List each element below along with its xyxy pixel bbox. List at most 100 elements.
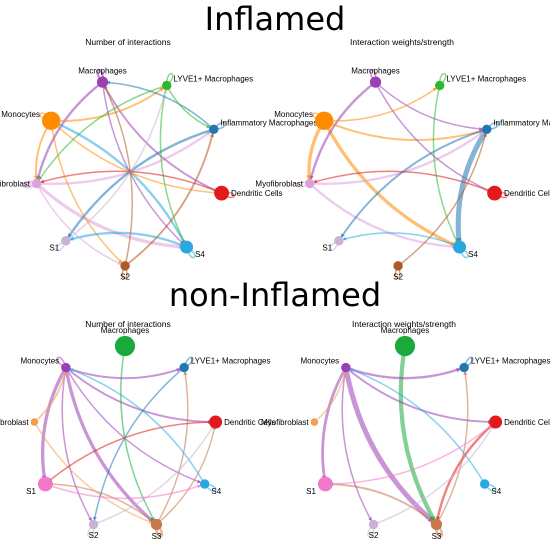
edge-arrowhead (456, 368, 461, 373)
node-macrophages (369, 76, 382, 88)
interaction-edge (36, 183, 126, 267)
interaction-edge (325, 421, 497, 485)
panel-title: Number of interactions (85, 37, 171, 47)
node-label-dendritic-cells: Dendritic Cells (224, 418, 276, 427)
interaction-edge (45, 483, 205, 500)
panel-title: Interaction weights/strength (350, 37, 454, 47)
interaction-edge (102, 81, 215, 130)
node-monocytes (41, 111, 61, 131)
node-s1 (61, 236, 71, 246)
edge-arrowhead (176, 368, 181, 373)
node-myofibroblast (30, 418, 39, 426)
interaction-edge (101, 81, 133, 267)
node-myofibroblast (310, 418, 319, 426)
panel-inflamed-count: Number of interactions LYVE1+ Macrophage… (0, 37, 317, 282)
node-label-monocytes: Monocytes (1, 110, 40, 119)
edge-arrowhead (432, 87, 437, 92)
interaction-edge (325, 483, 438, 526)
edge-arrowhead (38, 176, 43, 181)
node-label-monocytes: Monocytes (274, 110, 313, 119)
edge-arrowhead (159, 87, 164, 92)
interaction-edge (101, 81, 222, 195)
node-lyve1-macrophages (435, 80, 445, 91)
interaction-edge (159, 85, 188, 248)
interaction-edge (65, 366, 206, 485)
node-lyve1-macrophages (162, 80, 172, 91)
edge-arrowhead (455, 237, 462, 244)
interaction-edge (309, 170, 495, 194)
interaction-edge (345, 366, 486, 485)
interaction-edge (61, 367, 95, 525)
edge-arrowhead (68, 232, 73, 238)
section-title-non-inflamed: non-Inflamed (169, 276, 381, 314)
interaction-edge (45, 483, 157, 526)
node-label-s2: S2 (89, 531, 99, 540)
node-label-s4: S4 (211, 487, 221, 496)
edge-arrowhead (342, 371, 347, 376)
node-label-s3: S3 (432, 532, 442, 541)
node-dendritic-cells (487, 185, 502, 201)
interaction-edge (36, 84, 167, 184)
edge-arrowhead (483, 133, 488, 137)
node-label-s1: S1 (26, 487, 36, 496)
interaction-edge (65, 366, 216, 423)
edge-layer (296, 69, 508, 280)
node-s1 (317, 476, 333, 492)
node-s1 (37, 476, 53, 492)
node-s3 (430, 518, 443, 531)
node-label-s4: S4 (468, 250, 478, 259)
edge-arrowhead (117, 261, 122, 265)
node-label-s4: S4 (195, 250, 205, 259)
interaction-edge (324, 84, 441, 122)
node-label-myofibroblast: Myofibroblast (255, 179, 303, 188)
edge-arrowhead (206, 131, 211, 136)
node-label-inflammatory-macrophages: Inflammatory Macrophages (493, 118, 550, 127)
node-label-s2: S2 (120, 273, 130, 282)
interaction-edge (322, 120, 461, 249)
edge-arrowhead (33, 175, 38, 180)
node-lyve1-macrophages (179, 362, 189, 373)
edge-arrowhead (106, 80, 111, 85)
node-monocytes (341, 362, 351, 373)
edge-arrowhead (313, 179, 318, 184)
node-label-myofibroblast: Myofibroblast (261, 418, 309, 427)
interaction-edge (308, 81, 377, 184)
node-label-s2: S2 (369, 531, 379, 540)
interaction-edge (323, 119, 488, 141)
edge-arrowhead (306, 175, 312, 180)
interaction-edge (65, 366, 185, 380)
edge-arrowhead (62, 371, 67, 376)
node-s1 (334, 236, 344, 246)
edge-arrowhead (341, 233, 345, 238)
node-s2 (393, 261, 403, 271)
node-monocytes (61, 362, 71, 373)
edge-layer (22, 68, 235, 280)
interaction-edge (321, 366, 348, 485)
node-s4 (180, 240, 194, 254)
node-s4 (479, 479, 490, 489)
node-dendritic-cells (214, 185, 229, 201)
interaction-edge (375, 81, 487, 131)
edge-arrowhead (209, 133, 215, 138)
interaction-edge (120, 345, 158, 525)
edge-arrowhead (40, 179, 45, 184)
panel-non-inflamed-count: Number of interactions MacrophagesLYVE1+… (0, 319, 276, 541)
edge-arrowhead (463, 371, 468, 376)
interaction-edge (65, 367, 205, 485)
interaction-edge (373, 421, 497, 526)
interaction-edge (397, 129, 488, 267)
node-macrophages (96, 76, 109, 88)
edge-arrowhead (88, 517, 92, 521)
node-myofibroblast (32, 178, 42, 189)
node-label-s1: S1 (322, 244, 332, 253)
interaction-edge (374, 81, 495, 194)
node-macrophages (114, 335, 136, 357)
interaction-edge (435, 367, 469, 525)
edge-arrowhead (197, 484, 201, 489)
node-label-s2: S2 (393, 273, 403, 282)
interaction-edge (35, 182, 187, 249)
node-label-macrophages: Macrophages (351, 67, 399, 76)
node-label-s1: S1 (306, 487, 316, 496)
interaction-edge (432, 85, 461, 248)
